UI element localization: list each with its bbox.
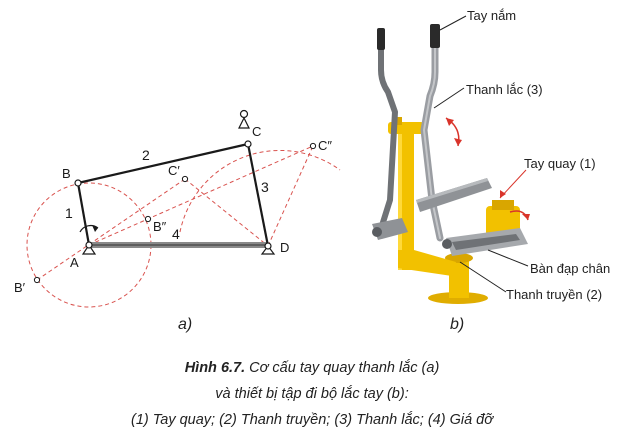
label-point-d: D xyxy=(280,240,289,255)
leader-grip xyxy=(439,15,467,31)
rocker-arms xyxy=(377,35,444,242)
label-link-4: 4 xyxy=(172,226,180,242)
label-link-2: 2 xyxy=(142,147,150,163)
link-1 xyxy=(76,182,91,246)
joint-cdprime xyxy=(309,142,317,150)
leader-rocker xyxy=(433,87,465,109)
joint-a xyxy=(85,241,93,249)
joint-bdprime xyxy=(144,215,152,223)
label-conrod: Thanh truyền (2) xyxy=(506,287,602,302)
link-3 xyxy=(246,143,270,247)
sublabel-a: a) xyxy=(178,316,192,333)
connecting-rod xyxy=(416,178,492,212)
caption-line-2: và thiết bị tập đi bộ lắc tay (b): xyxy=(215,385,408,402)
caption-line-1: Hình 6.7. Cơ cấu tay quay thanh lắc (a) xyxy=(185,359,440,376)
joint-cprime xyxy=(181,175,189,183)
label-link-1: 1 xyxy=(65,205,73,221)
label-point-bprime: B′ xyxy=(14,280,26,295)
mechanism-diagram: A B C D B′ B″ C′ C″ 1 2 3 4 xyxy=(14,109,341,308)
dashed-line-cprime-d xyxy=(184,178,269,247)
joint-c xyxy=(244,140,252,148)
grip-front xyxy=(430,24,440,48)
rocker-arc xyxy=(179,149,341,233)
joint-b xyxy=(74,179,82,187)
label-link-3: 3 xyxy=(261,179,269,195)
label-point-cprime: C′ xyxy=(168,163,180,178)
leader-pedal xyxy=(487,249,529,267)
caption-line1-text: Cơ cấu tay quay thanh lắc (a) xyxy=(245,359,439,376)
support-d-icon xyxy=(260,245,276,255)
label-grip: Tay nắm xyxy=(467,8,516,23)
dashed-line-a-cdprime xyxy=(88,145,314,246)
label-rocker: Thanh lắc (3) xyxy=(466,82,543,97)
pivot-c-icon xyxy=(238,116,250,129)
joint-d xyxy=(264,242,272,250)
dashed-line-bprime-cprime xyxy=(36,178,186,281)
label-point-b: B xyxy=(62,166,71,181)
caption-title: Hình 6.7. xyxy=(185,360,245,376)
sublabel-b: b) xyxy=(450,316,464,333)
link-2 xyxy=(77,142,249,185)
crank-housing xyxy=(486,206,520,236)
rotation-arrow-icon xyxy=(79,224,99,233)
label-pedal: Bàn đạp chân xyxy=(530,261,610,276)
label-point-c: C xyxy=(252,124,261,139)
caption-line-3: (1) Tay quay; (2) Thanh truyền; (3) Than… xyxy=(131,411,494,428)
label-point-bdprime: B″ xyxy=(153,219,167,234)
joint-bprime xyxy=(33,276,41,284)
grip-back xyxy=(377,28,385,50)
support-a-icon xyxy=(81,243,97,255)
equipment-illustration: Tay nắm Thanh lắc (3) Tay quay (1) Bàn đ… xyxy=(372,8,610,304)
leader-conrod xyxy=(459,261,507,293)
label-point-cdprime: C″ xyxy=(318,138,332,153)
dashed-line-d-cdprime xyxy=(267,145,314,247)
label-crank: Tay quay (1) xyxy=(524,156,596,171)
label-point-a: A xyxy=(70,255,79,270)
